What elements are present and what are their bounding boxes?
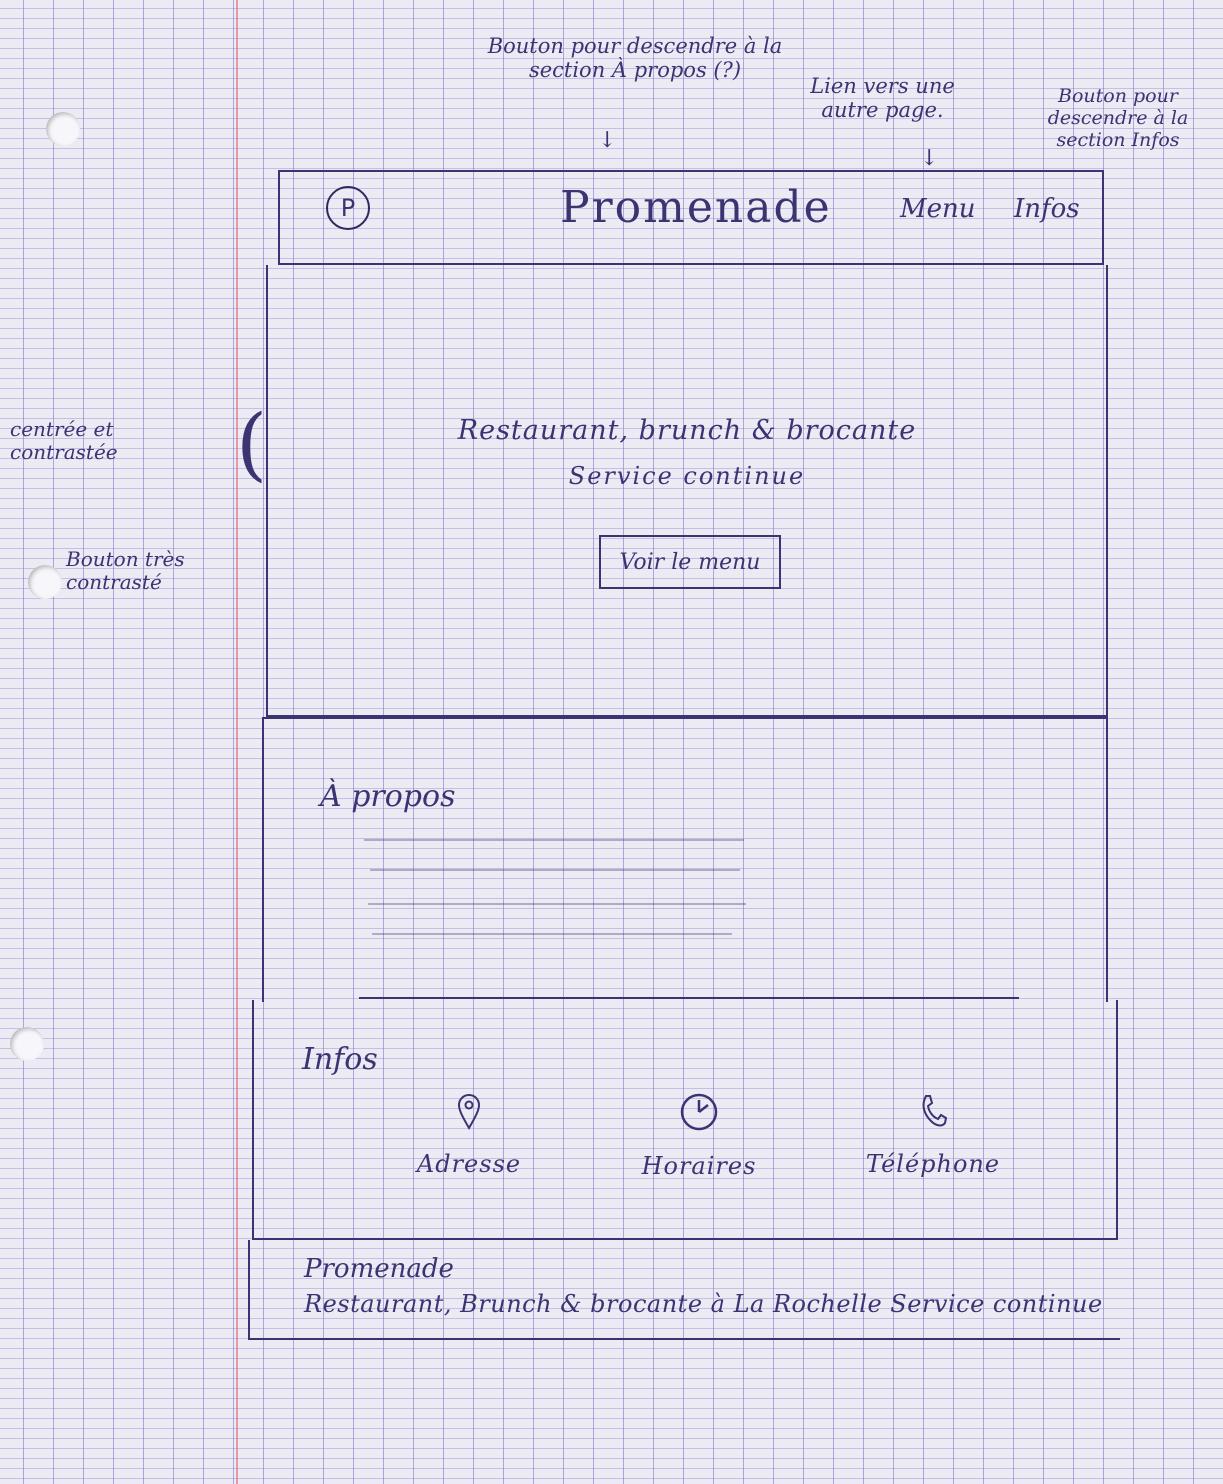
footer-description: Restaurant, Brunch & brocante à La Roche… xyxy=(304,1290,1103,1318)
info-phone: Téléphone xyxy=(858,1092,1008,1178)
site-header: P Promenade Menu Infos xyxy=(278,170,1104,265)
annotation-infos-button: Bouton pour descendre à la section Infos xyxy=(1047,85,1189,151)
arrow-down-icon: ↓ xyxy=(598,128,617,153)
logo[interactable]: P xyxy=(326,186,370,230)
about-title: À propos xyxy=(320,779,456,814)
annotation-menu-link: Lien vers une autre page. xyxy=(810,74,955,123)
nav-infos-button[interactable]: Infos xyxy=(1014,194,1080,224)
phone-icon xyxy=(922,1095,948,1127)
footer-brand: Promenade xyxy=(304,1254,454,1284)
annotation-contrast-button: Bouton très contrasté xyxy=(66,547,185,594)
arrow-down-icon: ↓ xyxy=(920,146,939,171)
placeholder-text-line xyxy=(368,903,746,905)
info-phone-label: Téléphone xyxy=(865,1150,1001,1178)
annotation-about-button: Bouton pour descendre à la section À pro… xyxy=(487,34,783,83)
annotation-bracket: ( xyxy=(236,397,268,490)
nav-menu-link[interactable]: Menu xyxy=(900,194,976,224)
binder-hole xyxy=(28,565,62,599)
infos-section: Infos Adresse Horaires Téléphone xyxy=(252,1000,1118,1240)
paper-margin-line xyxy=(236,0,238,1484)
binder-hole xyxy=(46,112,80,146)
brand-name: Promenade xyxy=(560,182,832,233)
info-hours-label: Horaires xyxy=(641,1152,757,1180)
info-address: Adresse xyxy=(394,1092,544,1178)
info-address-label: Adresse xyxy=(416,1150,522,1178)
about-section: À propos xyxy=(262,717,1108,1002)
placeholder-text-line xyxy=(370,869,740,871)
hero-title: Restaurant, brunch & brocante xyxy=(457,415,917,446)
hero-subtitle: Service continue xyxy=(568,462,806,490)
binder-hole xyxy=(10,1027,44,1061)
site-footer: Promenade Restaurant, Brunch & brocante … xyxy=(248,1240,1120,1340)
placeholder-text-line xyxy=(372,933,732,935)
view-menu-button[interactable]: Voir le menu xyxy=(599,535,781,589)
section-divider xyxy=(359,997,1019,999)
infos-title: Infos xyxy=(302,1042,378,1077)
map-pin-icon xyxy=(457,1094,481,1130)
info-hours: Horaires xyxy=(624,1092,774,1180)
placeholder-text-line xyxy=(364,839,744,841)
hero-section: Restaurant, brunch & brocante Service co… xyxy=(266,265,1108,717)
annotation-centered: centrée et contrastée xyxy=(10,417,118,464)
clock-icon xyxy=(680,1093,718,1131)
website-wireframe: P Promenade Menu Infos Restaurant, brunc… xyxy=(248,170,1120,1340)
